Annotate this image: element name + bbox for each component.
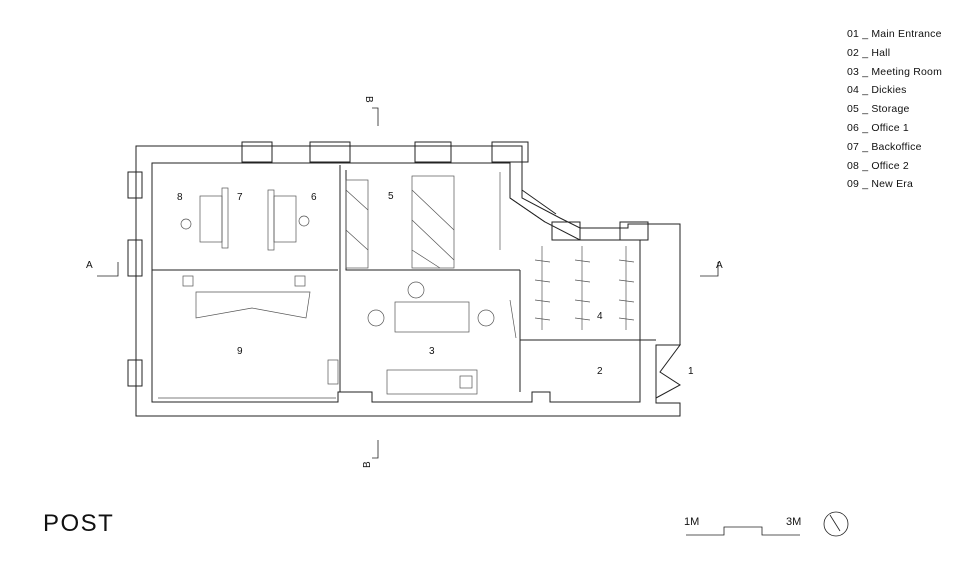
legend-item: 05 _ Storage xyxy=(847,103,910,116)
scale-bar xyxy=(686,526,800,536)
legend-item: 06 _ Office 1 xyxy=(847,121,909,134)
legend-item: 09 _ New Era xyxy=(847,178,914,191)
section-marker-b-top: B xyxy=(363,96,374,103)
room-number-8: 8 xyxy=(177,192,183,203)
room-number-6: 6 xyxy=(311,192,317,203)
legend-item: 02 _ Hall xyxy=(847,46,891,59)
section-marker-a-right: A xyxy=(716,260,723,271)
room-number-4: 4 xyxy=(597,311,603,322)
section-lines xyxy=(97,107,719,459)
room-number-2: 2 xyxy=(597,366,603,377)
legend-item: 01 _ Main Entrance xyxy=(847,28,942,40)
room-number-3: 3 xyxy=(429,346,435,357)
furniture xyxy=(158,172,635,399)
room-number-9: 9 xyxy=(237,346,243,357)
section-marker-a-left: A xyxy=(86,260,93,271)
scale-end-label: 3M xyxy=(786,516,802,528)
section-marker-b-bottom: B xyxy=(362,461,373,468)
legend-item: 07 _ Backoffice xyxy=(847,140,922,153)
legend-item: 08 _ Office 2 xyxy=(847,159,909,172)
legend-item: 03 _ Meeting Room xyxy=(847,65,943,78)
room-legend: 01 _ Main Entrance 02 _ Hall 03 _ Meetin… xyxy=(847,25,942,194)
room-number-7: 7 xyxy=(237,192,243,203)
scale-start-label: 1M xyxy=(684,516,700,528)
drawing-title: POST xyxy=(43,510,115,537)
room-number-5: 5 xyxy=(388,191,394,202)
room-number-1: 1 xyxy=(688,366,694,377)
legend-item: 04 _ Dickies xyxy=(847,84,907,97)
north-arrow-icon xyxy=(823,511,849,537)
